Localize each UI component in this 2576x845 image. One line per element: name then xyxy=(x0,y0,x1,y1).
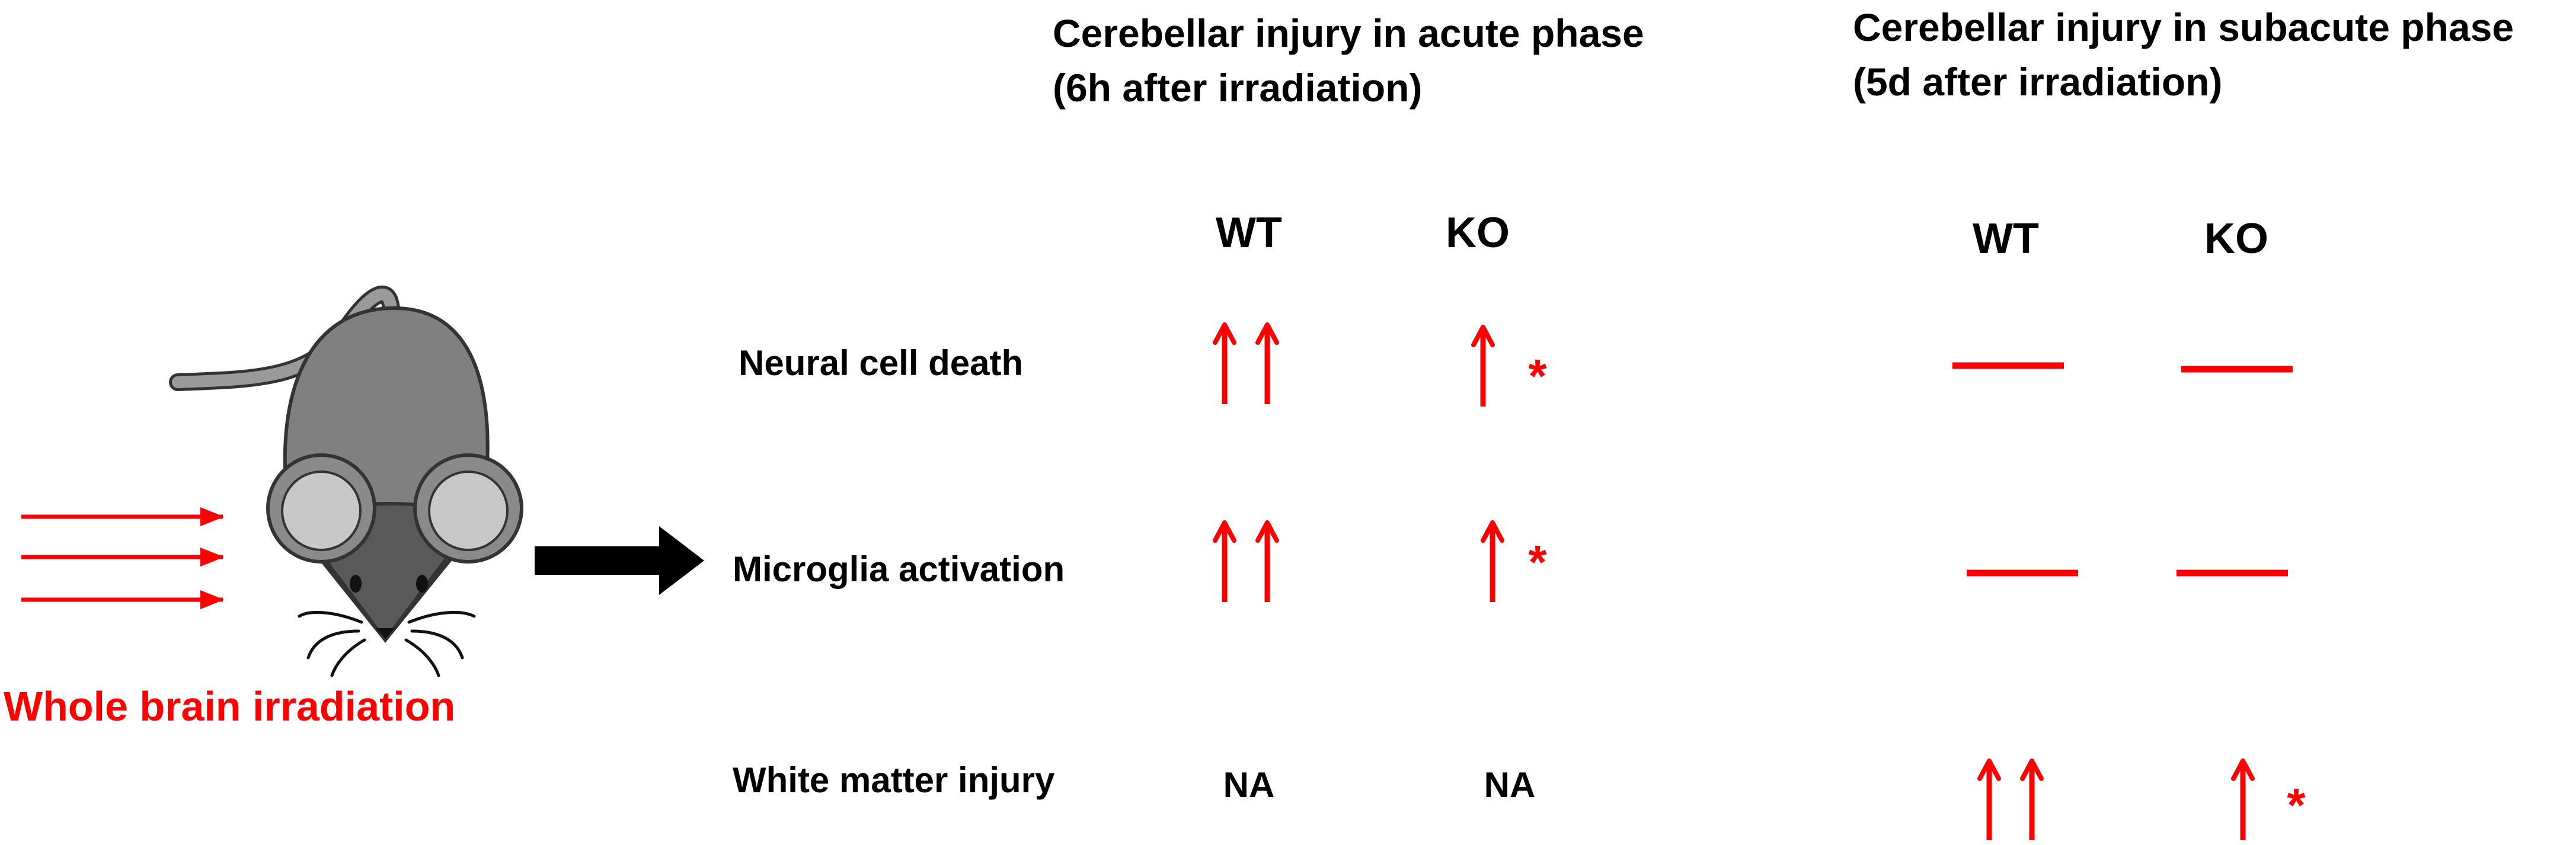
row-label-neural-cell-death: Neural cell death xyxy=(739,343,1024,383)
cell-neural-acute-wt xyxy=(1213,322,1279,404)
acute-phase-line2: (6h after irradiation) xyxy=(1053,66,1423,110)
col-acute-wt: WT xyxy=(1216,209,1282,257)
significance-mark: * xyxy=(1528,536,1547,588)
subacute-phase-line1: Cerebellar injury in subacute phase xyxy=(1853,5,2514,49)
mouse-whiskers xyxy=(298,611,476,677)
cell-neural-acute-ko: * xyxy=(1471,325,1547,407)
irradiation-arrows xyxy=(21,507,224,609)
mouse-illustration xyxy=(169,285,523,677)
acute-phase-title: Cerebellar injury in acute phase (6h aft… xyxy=(1053,6,1644,115)
caption-whole-brain-irradiation: Whole brain irradiation xyxy=(4,683,456,729)
cell-microglia-acute-wt xyxy=(1213,520,1279,602)
subacute-phase-title: Cerebellar injury in subacute phase (5d … xyxy=(1853,0,2514,109)
mouse-nose xyxy=(376,628,395,639)
acute-phase-line1: Cerebellar injury in acute phase xyxy=(1053,11,1644,55)
col-acute-ko: KO xyxy=(1446,209,1510,257)
mouse-right-eye xyxy=(416,575,428,593)
significance-mark: * xyxy=(2287,779,2306,831)
cell-white-matter-acute-ko-na: NA xyxy=(1484,765,1536,805)
cell-white-matter-subacute-ko: * xyxy=(2231,758,2306,840)
cell-white-matter-subacute-wt xyxy=(1977,758,2044,840)
cell-microglia-acute-ko: * xyxy=(1481,520,1547,602)
mouse-left-eye xyxy=(350,575,362,593)
significance-mark: * xyxy=(1528,350,1547,402)
cell-white-matter-acute-wt-na: NA xyxy=(1223,765,1275,805)
row-label-white-matter-injury: White matter injury xyxy=(733,760,1055,800)
col-subacute-ko: KO xyxy=(2204,215,2268,263)
subacute-phase-line2: (5d after irradiation) xyxy=(1853,60,2223,104)
row-label-microglia-activation: Microglia activation xyxy=(733,549,1065,589)
col-subacute-wt: WT xyxy=(1973,215,2039,263)
flow-arrow-icon xyxy=(535,526,704,595)
